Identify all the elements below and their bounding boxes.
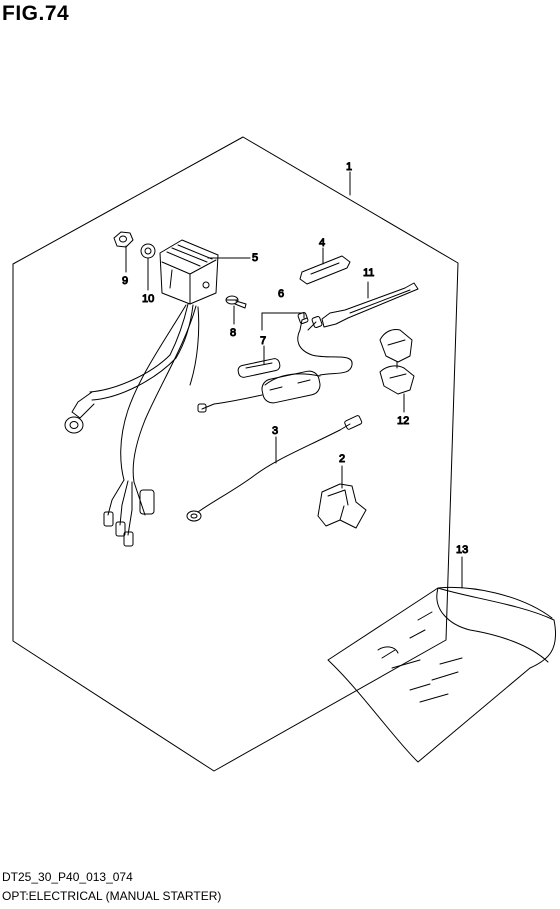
- callout-8: 8: [230, 327, 236, 339]
- manual-sheet-part: [327, 587, 556, 763]
- callout-2: 2: [339, 453, 345, 465]
- diagram-code: DT25_30_P40_013_074: [2, 870, 133, 884]
- lead-wire-part: [186, 415, 363, 522]
- washer-part: [140, 243, 156, 259]
- callout-6: 6: [278, 288, 284, 300]
- rectifier-part: [159, 239, 219, 305]
- callout-1: 1: [346, 161, 352, 173]
- callout-9: 9: [122, 275, 128, 287]
- kit-outline: [12, 136, 459, 772]
- fuse-part: [299, 255, 351, 285]
- diagram-description: OPT:ELECTRICAL (MANUAL STARTER): [2, 889, 222, 903]
- callout-3: 3: [272, 425, 278, 437]
- callout-5: 5: [252, 252, 258, 264]
- fuse-7-part: [237, 358, 281, 378]
- clip-part: [379, 329, 415, 395]
- callout-13: 13: [456, 544, 468, 556]
- fuse-holder-part: [197, 311, 353, 413]
- callout-7: 7: [260, 335, 266, 347]
- callout-12: 12: [397, 415, 409, 427]
- figure-title: FIG.74: [2, 2, 70, 25]
- nut-part: [113, 231, 134, 248]
- callout-leaders: [125, 171, 463, 589]
- callout-4: 4: [319, 237, 325, 249]
- regulator-wiring: [64, 303, 200, 547]
- screw-part: [225, 295, 247, 309]
- callout-10: 10: [142, 293, 154, 305]
- cable-tie-part: [321, 282, 419, 328]
- callout-11: 11: [363, 267, 374, 279]
- bracket-part: [317, 483, 367, 529]
